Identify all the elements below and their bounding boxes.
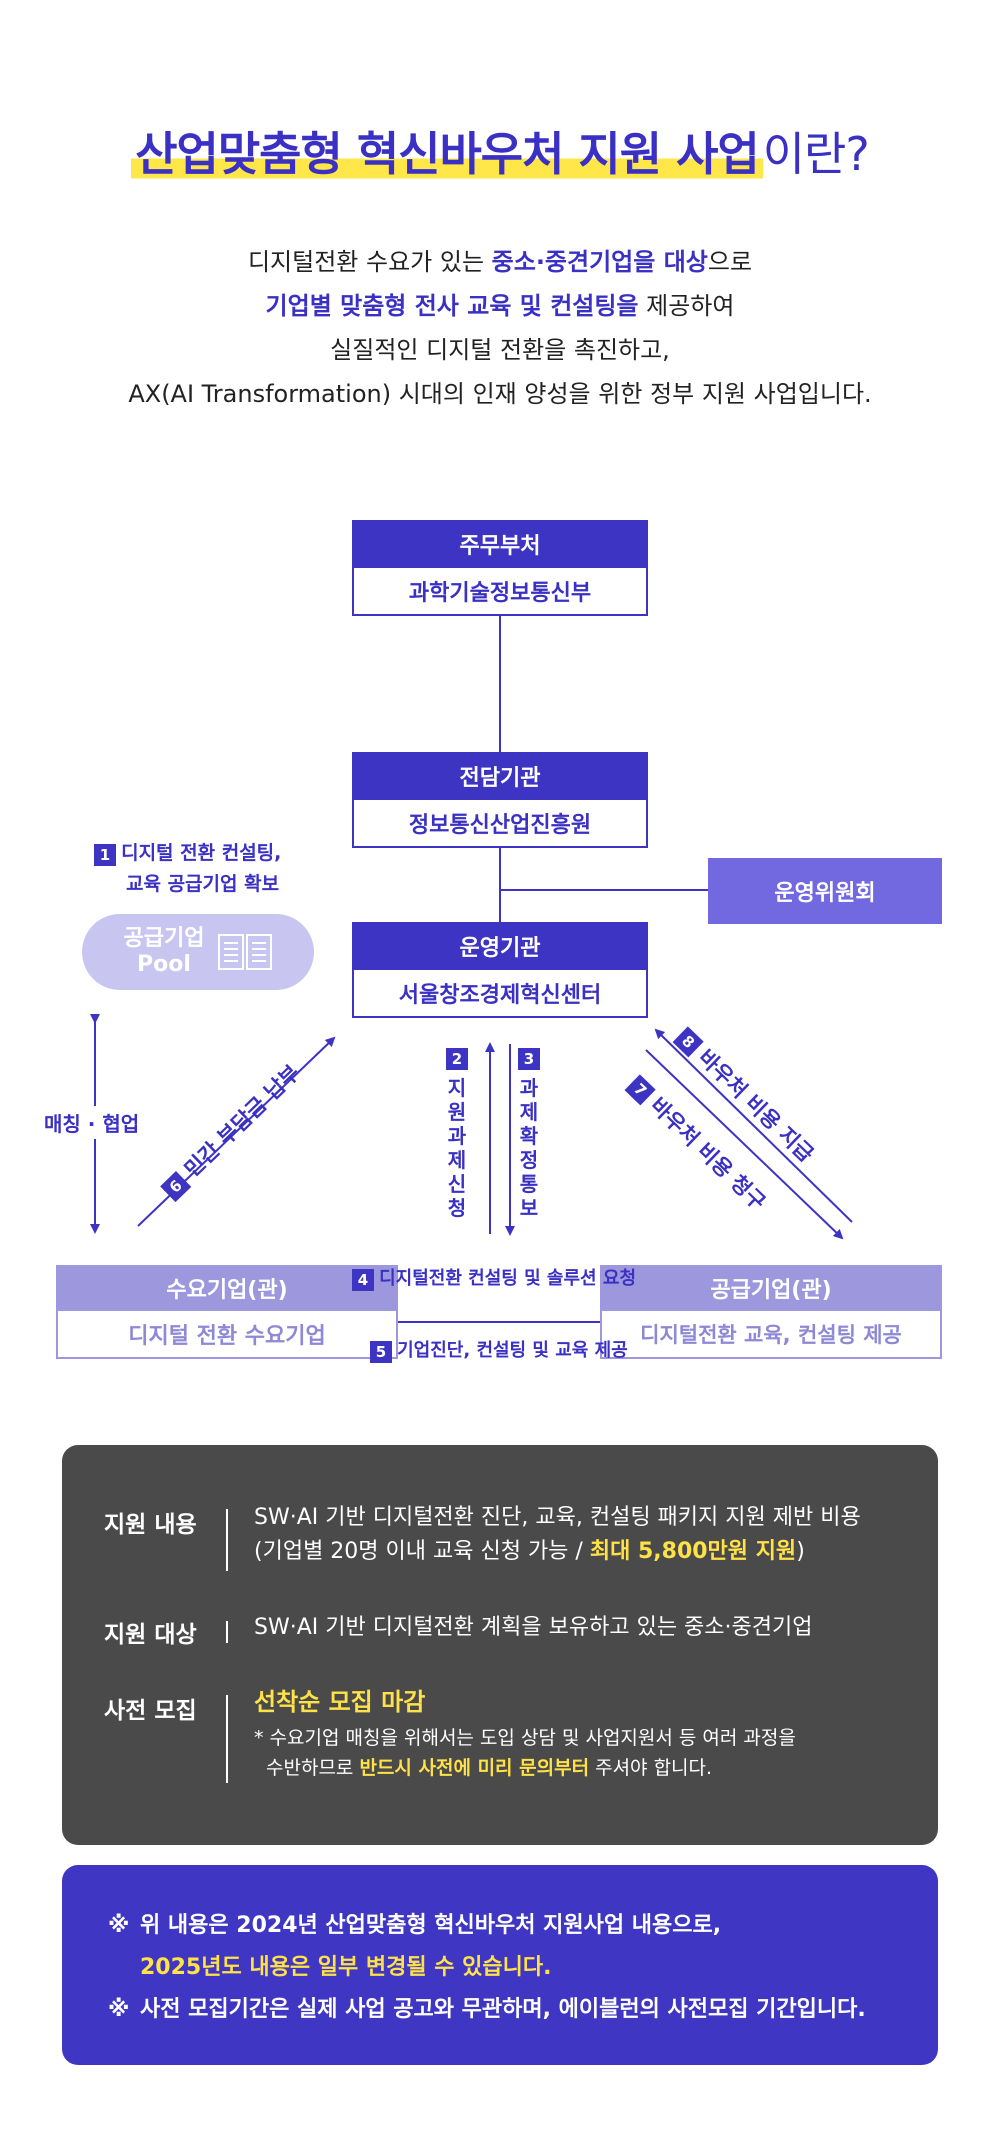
pool-line2: Pool — [137, 952, 191, 977]
supply-body: 디지털전환 교육, 컨설팅 제공 — [600, 1311, 942, 1359]
ministry-box: 주무부처 과학기술정보통신부 — [352, 520, 648, 616]
recruit-note2-em: 반드시 사전에 미리 문의부터 — [359, 1757, 590, 1779]
demand-company-box: 수요기업(관) 디지털 전환 수요기업 — [56, 1265, 398, 1359]
intro-l1-em: 중소·중견기업을 대상 — [491, 248, 708, 276]
ministry-head: 주무부처 — [352, 520, 648, 568]
intro-text: 디지털전환 수요가 있는 중소·중견기업을 대상으로 기업별 맞춤형 전사 교육… — [0, 240, 1000, 416]
support-value: SW·AI 기반 디지털전환 진단, 교육, 컨설팅 패키지 지원 제반 비용 … — [254, 1501, 861, 1569]
target-key: 지원 대상 — [104, 1622, 197, 1648]
step4-text: 디지털전환 컨설팅 및 솔루션 요청 — [379, 1268, 636, 1289]
demand-body: 디지털 전환 수요기업 — [56, 1311, 398, 1359]
support-l2-pre: (기업별 20명 이내 교육 신청 가능 / — [254, 1539, 590, 1564]
step5-text: 기업진단, 컨설팅 및 교육 제공 — [397, 1340, 628, 1361]
arrow-step7 — [645, 1049, 844, 1240]
target-value: SW·AI 기반 디지털전환 계획을 보유하고 있는 중소·중견기업 — [254, 1615, 813, 1640]
operator-body: 서울창조경제혁신센터 — [352, 970, 648, 1018]
intro-l2-em: 기업별 맞춤형 전사 교육 및 컨설팅을 — [265, 292, 639, 320]
step1-line2: 교육 공급기업 확보 — [126, 873, 280, 895]
committee-box: 운영위원회 — [708, 858, 942, 924]
supply-company-box: 공급기업(관) 디지털전환 교육, 컨설팅 제공 — [600, 1265, 942, 1359]
recruit-key: 사전 모집 — [104, 1698, 197, 1724]
pool-line1: 공급기업 — [123, 926, 205, 951]
diagram-connectors — [90, 614, 853, 1327]
intro-l3: 실질적인 디지털 전환을 촉진하고, — [330, 336, 670, 364]
intro-l2-post: 제공하여 — [638, 292, 735, 320]
support-l2-post: ) — [796, 1539, 805, 1564]
recruit-note1: * 수요기업 매칭을 위해서는 도입 상담 및 사업지원서 등 여러 과정을 — [254, 1727, 796, 1749]
title-tail: 이란? — [762, 127, 870, 181]
ministry-body: 과학기술정보통신부 — [352, 568, 648, 616]
step4-num: 4 — [352, 1268, 374, 1291]
agency-box: 전담기관 정보통신산업진흥원 — [352, 752, 648, 848]
step1-label: 1 디지털 전환 컨설팅, 교육 공급기업 확보 — [94, 838, 281, 900]
notice-line1: ※ 위 내용은 2024년 산업맞춤형 혁신바우처 지원사업 내용으로, — [108, 1907, 721, 1939]
operator-head: 운영기관 — [352, 922, 648, 970]
demand-head: 수요기업(관) — [56, 1265, 398, 1311]
support-l2-em: 최대 5,800만원 지원 — [589, 1539, 797, 1564]
recruit-value: 선착순 모집 마감 * 수요기업 매칭을 위해서는 도입 상담 및 사업지원서 … — [254, 1685, 796, 1783]
notice-line3: ※ 사전 모집기간은 실제 사업 공고와 무관하며, 에이블런의 사전모집 기간입… — [108, 1991, 866, 2023]
step2-num: 2 — [446, 1048, 468, 1070]
step1-num: 1 — [94, 843, 116, 866]
support-separator — [226, 1509, 228, 1571]
intro-l1-pre: 디지털전환 수요가 있는 — [247, 248, 492, 276]
supply-head: 공급기업(관) — [600, 1265, 942, 1311]
notice-panel: ※ 위 내용은 2024년 산업맞춤형 혁신바우처 지원사업 내용으로, 2025… — [62, 1865, 938, 2065]
arrow-step8 — [654, 1028, 853, 1223]
supplier-pool: 공급기업 Pool — [82, 914, 314, 990]
notice-l3: 사전 모집기간은 실제 사업 공고와 무관하며, 에이블런의 사전모집 기간입니… — [140, 1997, 866, 2022]
target-separator — [226, 1621, 228, 1643]
agency-head: 전담기관 — [352, 752, 648, 800]
notice-l1: 위 내용은 2024년 산업맞춤형 혁신바우처 지원사업 내용으로, — [140, 1913, 722, 1938]
step5-label: 5 기업진단, 컨설팅 및 교육 제공 — [370, 1336, 628, 1363]
step5-num: 5 — [370, 1340, 392, 1363]
operator-box: 운영기관 서울창조경제혁신센터 — [352, 922, 648, 1018]
agency-body: 정보통신산업진흥원 — [352, 800, 648, 848]
notice-star-icon: ※ — [108, 1997, 130, 2022]
step3-num: 3 — [518, 1048, 540, 1070]
recruit-em: 선착순 모집 마감 — [254, 1688, 426, 1716]
notice-star-icon: ※ — [108, 1913, 130, 1938]
pool-text: 공급기업 Pool — [124, 926, 205, 978]
page-title: 산업맞춤형 혁신바우처 지원 사업이란? — [131, 118, 870, 184]
support-key: 지원 내용 — [104, 1512, 197, 1538]
matching-label: 매칭 · 협업 — [44, 1106, 140, 1139]
info-panel: 지원 내용 SW·AI 기반 디지털전환 진단, 교육, 컨설팅 패키지 지원 … — [62, 1445, 938, 1845]
document-icon — [218, 934, 273, 970]
recruit-note2-post: 주셔야 합니다. — [589, 1757, 713, 1779]
step1-line1: 디지털 전환 컨설팅, — [121, 842, 282, 864]
notice-line2: 2025년도 내용은 일부 변경될 수 있습니다. — [140, 1955, 552, 1980]
support-l1: SW·AI 기반 디지털전환 진단, 교육, 컨설팅 패키지 지원 제반 비용 — [254, 1505, 861, 1530]
title-highlight: 산업맞춤형 혁신바우처 지원 사업 — [131, 127, 763, 181]
intro-l4: AX(AI Transformation) 시대의 인재 양성을 위한 정부 지… — [128, 380, 872, 408]
intro-l1-post: 으로 — [707, 248, 753, 276]
recruit-separator — [226, 1695, 228, 1783]
step4-label: 4 디지털전환 컨설팅 및 솔루션 요청 — [352, 1264, 636, 1291]
title-section: 산업맞춤형 혁신바우처 지원 사업이란? — [0, 118, 1000, 184]
recruit-note2-pre: 수반하므로 — [266, 1757, 360, 1779]
